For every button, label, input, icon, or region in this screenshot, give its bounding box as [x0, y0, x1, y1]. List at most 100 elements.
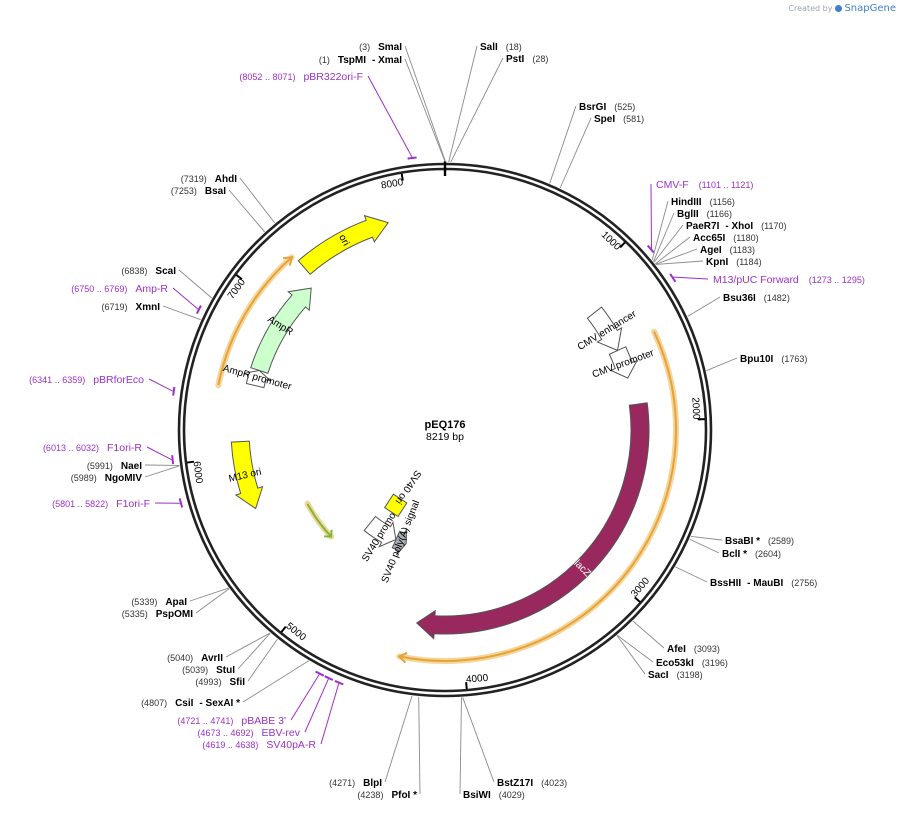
site-tspmi: (1)TspMI- XmaI [319, 55, 446, 163]
site-label: BsaBI * (2589) [725, 536, 794, 547]
site-coord: (2604) [755, 549, 781, 559]
tick-label: 5000 [284, 621, 309, 644]
tick-label: 4000 [466, 673, 490, 686]
site-name: BsaBI * [725, 536, 760, 547]
map-center-label: pEQ176 8219 bp [425, 419, 466, 443]
site-xmni: (6719)XmnI [102, 302, 201, 321]
plasmid-backbone [177, 161, 713, 698]
tick-mark [634, 596, 641, 603]
plasmid-name: pEQ176 [425, 419, 466, 431]
site-label: Bpu10I(1763) [740, 354, 807, 365]
tick-label: 6000 [191, 461, 205, 485]
site-eco53ki: Eco53kI(3196) [617, 634, 728, 669]
site-scai: (6838)ScaI [121, 266, 213, 299]
site-alias: - XmaI [372, 55, 402, 66]
site-bsai: (7253) BsaI [171, 186, 265, 233]
site-bglii: BglII(1166) [653, 209, 732, 262]
site-coord: (4029) [499, 790, 525, 800]
primer-name: pBR322ori-F [303, 71, 363, 83]
primer-name: Amp-R [135, 283, 168, 295]
site-bsshii: BssHII- MauBI(2756) [675, 566, 817, 589]
snapgene-logo-icon [835, 5, 843, 12]
site-name: SpeI [594, 114, 615, 125]
site-label: (3)SmaI [359, 42, 402, 53]
site-label: BssHII- MauBI(2756) [710, 578, 817, 589]
site-name: Bpu10I [740, 354, 774, 365]
orf-arrow [396, 328, 680, 664]
primer-name: pBRforEco [93, 374, 144, 386]
site-name: BsaI [205, 186, 226, 197]
site-saci: SacI (3198) [616, 635, 703, 681]
site-name: BssHII [710, 578, 741, 589]
site-coord: (6838) [121, 266, 147, 276]
site-label: BglII(1166) [677, 209, 732, 220]
site-label: SalI(18) [480, 42, 522, 53]
feature-m13-ori: M13 ori [228, 440, 264, 510]
site-kpni: KpnI(1184) [655, 257, 762, 268]
created-by-text: Created by [788, 4, 833, 13]
site-paer7i: PaeR7I- XhoI(1170) [653, 221, 787, 263]
tick-label: 7000 [226, 277, 248, 302]
site-label: HindIII(1156) [671, 197, 735, 208]
site-label: AgeI(1183) [700, 245, 755, 256]
tick-mark [400, 173, 404, 181]
site-name: Acc65I [693, 233, 725, 244]
site-coord: (5335) [122, 609, 148, 619]
site-label: PaeR7I- XhoI(1170) [686, 221, 787, 232]
site-avrii: (5040)AvrII [167, 632, 271, 664]
site-coord: (7253) [171, 186, 197, 196]
site-coord: (2589) [768, 536, 794, 546]
site-smai: (3)SmaI [359, 42, 447, 163]
feature-lacz: lacZ [415, 402, 650, 640]
primer-name: F1ori-F [116, 498, 150, 510]
site-name: SacI [648, 670, 669, 681]
site-name: BglII [677, 209, 699, 220]
tick-mark [465, 682, 468, 690]
primer-label: (4619 .. 4638)SV40pA-R [202, 739, 316, 751]
primer-name: M13/pUC Forward [713, 274, 799, 286]
site-coord: (1156) [710, 197, 735, 207]
site-coord: (5339) [131, 597, 157, 607]
tick-mark [280, 625, 287, 633]
orf-arrows [215, 254, 680, 664]
snapgene-product-name: SnapGene [844, 3, 896, 14]
site-acc65i: Acc65I (1180) [655, 233, 759, 265]
site-apai: (5339)ApaI [131, 587, 229, 608]
site-label: SacI (3198) [648, 670, 703, 681]
feature-ori: ori [297, 214, 389, 276]
site-label: (5989)NgoMIV [71, 473, 143, 484]
primer-range: (4721 .. 4741) [177, 716, 233, 726]
site-label: Acc65I (1180) [693, 233, 759, 244]
site-label: BsiWI (4029) [463, 790, 525, 801]
site-label: (5339)ApaI [131, 597, 187, 608]
feature-cmv-enhancer: CMV enhancer [576, 306, 639, 353]
primer-label: (6341 .. 6359)pBRforEco [29, 374, 144, 386]
site-name: KpnI [706, 257, 728, 268]
feature-ampr: AmpR [250, 287, 312, 374]
site-coord: (4271) [329, 778, 355, 788]
feature-label: ori [336, 233, 351, 248]
site-agei: AgeI(1183) [655, 245, 755, 265]
site-coord: (3198) [677, 670, 703, 680]
site-label: KpnI(1184) [706, 257, 762, 268]
site-label: (7319)AhdI [181, 174, 237, 185]
primer-label: (5801 .. 5822)F1ori-F [52, 498, 150, 510]
site-label: BsrGI(525) [579, 102, 635, 113]
site-alias: - MauBI [747, 578, 783, 589]
site-pspomi: (5335)PspOMI [122, 588, 230, 620]
site-label: (5991)NaeI [87, 461, 142, 472]
site-coord: (4238) [357, 790, 383, 800]
site-coord: (1183) [730, 245, 755, 255]
site-label: (7253) BsaI [171, 186, 226, 197]
site-name: BlpI [363, 778, 382, 789]
tick-label: 1000 [599, 229, 623, 253]
primer-pbabe-3: (4721 .. 4741)pBABE 3' [177, 670, 325, 727]
site-coord: (1180) [733, 233, 758, 243]
primer-range: (6013 .. 6032) [43, 443, 99, 453]
site-ahdi: (7319)AhdI [181, 174, 276, 224]
site-label: (6838)ScaI [121, 266, 176, 277]
site-name: BstZ17I [497, 778, 533, 789]
site-label: Eco53kI(3196) [656, 658, 728, 669]
site-name: BsiWI [463, 790, 491, 801]
